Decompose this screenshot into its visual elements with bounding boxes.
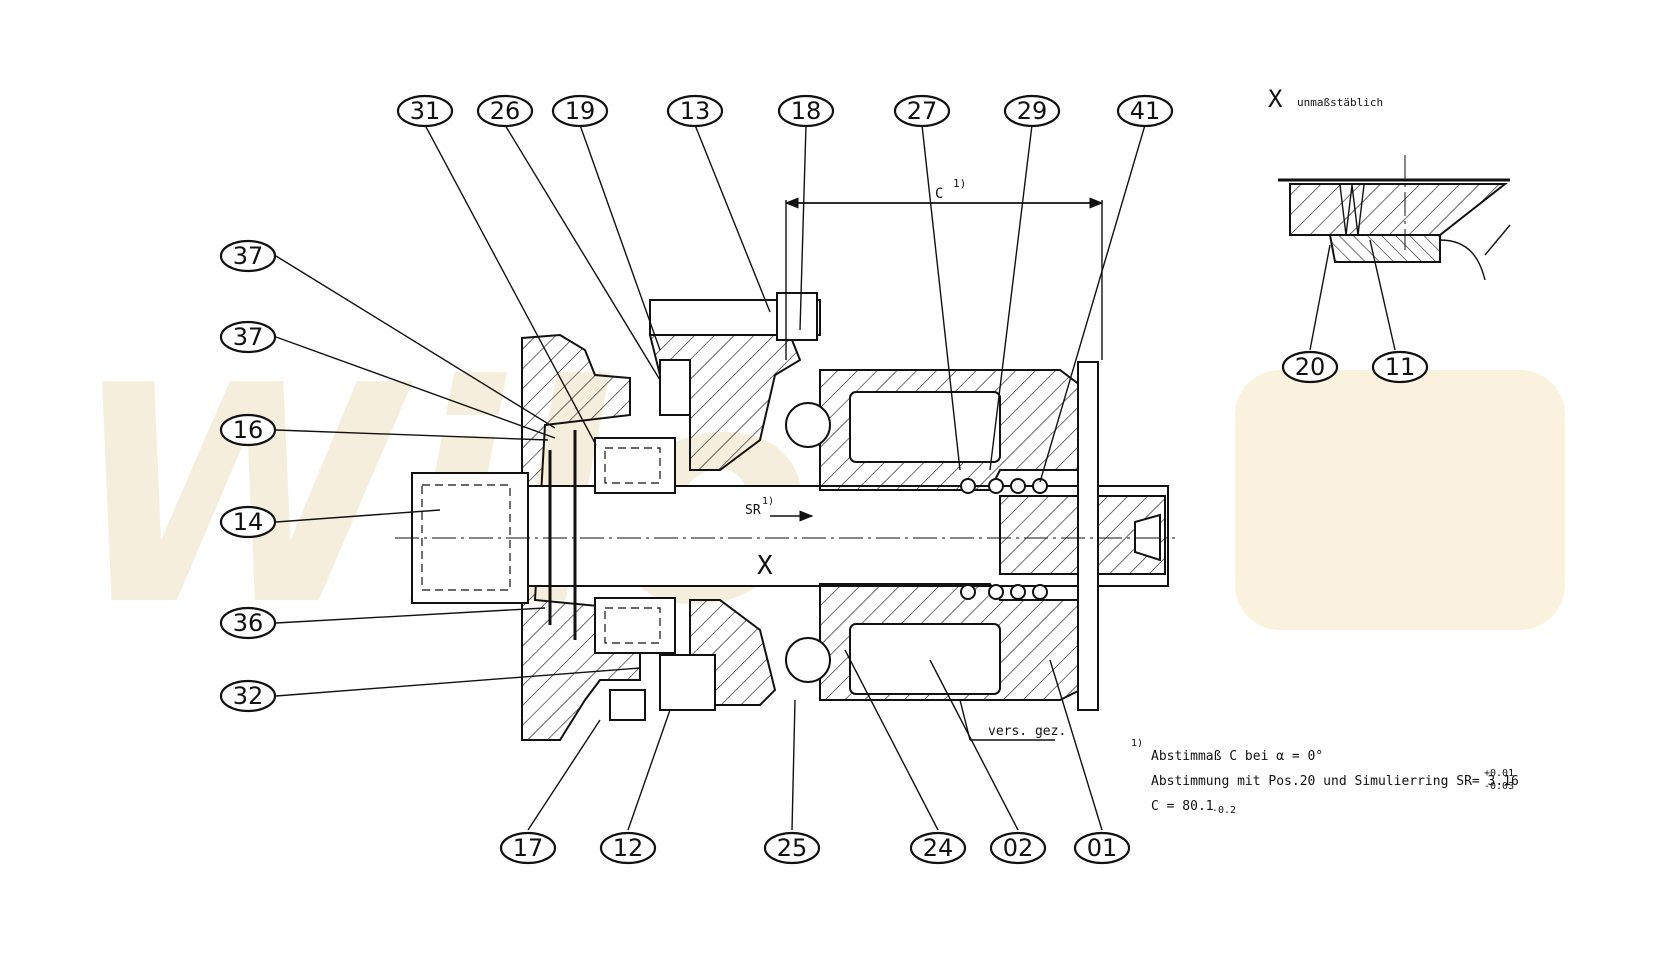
piston-upper bbox=[849, 391, 1001, 463]
rear-plate bbox=[1077, 361, 1099, 711]
balloon-31: 31 bbox=[396, 94, 454, 128]
balloon-13: 13 bbox=[666, 94, 724, 128]
svg-text:36: 36 bbox=[233, 609, 264, 637]
svg-text:13: 13 bbox=[680, 97, 711, 125]
section-mark-x: X bbox=[757, 551, 773, 581]
dimension-c-label: C bbox=[935, 186, 943, 202]
detail-x: X unmaßstäblich bbox=[1268, 85, 1511, 351]
svg-text:25: 25 bbox=[777, 834, 808, 862]
dimension-c: C 1) bbox=[784, 177, 1104, 360]
svg-text:14: 14 bbox=[233, 508, 264, 536]
balloon-11: 11 bbox=[1371, 350, 1429, 384]
balloon-16: 16 bbox=[219, 413, 277, 447]
piston-ball-lower bbox=[785, 637, 831, 683]
watermark-badge bbox=[1235, 370, 1565, 630]
pos-note: vers. gez. bbox=[988, 724, 1066, 739]
balloon-18: 18 bbox=[777, 94, 835, 128]
notes-footnote-mark: 1) bbox=[1131, 738, 1143, 749]
bearing-upper bbox=[594, 437, 676, 494]
svg-text:41: 41 bbox=[1130, 97, 1161, 125]
balloons: 31 26 19 13 18 27 29 41 37 37 16 14 36 3… bbox=[219, 94, 1429, 865]
spring-pack-lower bbox=[659, 654, 716, 711]
coupling-bore bbox=[421, 484, 511, 591]
detail-housing bbox=[1289, 183, 1508, 236]
svg-text:02: 02 bbox=[1003, 834, 1034, 862]
piston-ball-upper bbox=[785, 402, 831, 448]
balloon-32: 32 bbox=[219, 679, 277, 713]
balloon-37-upper: 37 bbox=[219, 239, 277, 273]
detail-x-label: X bbox=[1268, 85, 1283, 113]
svg-text:37: 37 bbox=[233, 242, 264, 270]
balloon-01: 01 bbox=[1073, 831, 1131, 865]
svg-text:20: 20 bbox=[1295, 353, 1326, 381]
sr-footnote: 1) bbox=[762, 496, 774, 507]
svg-text:27: 27 bbox=[907, 97, 938, 125]
notes-line-3-tol: -0.2 bbox=[1212, 805, 1236, 816]
balloon-19: 19 bbox=[551, 94, 609, 128]
balloon-17: 17 bbox=[499, 831, 557, 865]
svg-text:32: 32 bbox=[233, 682, 264, 710]
svg-text:16: 16 bbox=[233, 416, 264, 444]
notes-line-2-tol-lower: -0.03 bbox=[1484, 781, 1514, 792]
detail-ring bbox=[1328, 234, 1441, 263]
svg-text:24: 24 bbox=[923, 834, 954, 862]
svg-text:11: 11 bbox=[1385, 353, 1416, 381]
sr-dimension: SR 1) bbox=[745, 496, 814, 522]
svg-text:37: 37 bbox=[233, 323, 264, 351]
sr-label: SR bbox=[745, 503, 761, 518]
balloon-12: 12 bbox=[599, 831, 657, 865]
detail-scale-note: unmaßstäblich bbox=[1297, 96, 1383, 109]
leader-lines bbox=[275, 124, 1146, 831]
balloon-14: 14 bbox=[219, 505, 277, 539]
svg-text:19: 19 bbox=[565, 97, 596, 125]
svg-text:18: 18 bbox=[791, 97, 822, 125]
notes-line-1: Abstimmaß C bei α = 0° bbox=[1151, 749, 1323, 764]
balloon-27: 27 bbox=[893, 94, 951, 128]
svg-text:12: 12 bbox=[613, 834, 644, 862]
balloon-20: 20 bbox=[1281, 350, 1339, 384]
balloon-41: 41 bbox=[1116, 94, 1174, 128]
main-assembly bbox=[395, 292, 1175, 741]
notes-line-2-tol-upper: +0.01 bbox=[1484, 768, 1514, 779]
balloon-36: 36 bbox=[219, 606, 277, 640]
svg-text:29: 29 bbox=[1017, 97, 1048, 125]
balloon-25: 25 bbox=[763, 831, 821, 865]
balloon-29: 29 bbox=[1003, 94, 1061, 128]
piston-lower bbox=[849, 623, 1001, 695]
fitting bbox=[609, 689, 646, 721]
notes-block: 1) Abstimmaß C bei α = 0° Abstimmung mit… bbox=[1131, 738, 1519, 816]
balloon-26: 26 bbox=[476, 94, 534, 128]
svg-text:26: 26 bbox=[490, 97, 521, 125]
balloon-37-lower: 37 bbox=[219, 320, 277, 354]
svg-text:31: 31 bbox=[410, 97, 441, 125]
detail-spring bbox=[1339, 184, 1365, 236]
dimension-c-footnote: 1) bbox=[953, 177, 966, 190]
spring-pack-upper bbox=[659, 359, 691, 416]
bearing-lower bbox=[594, 597, 676, 654]
notes-line-3: C = 80.1 bbox=[1151, 799, 1214, 814]
svg-text:17: 17 bbox=[513, 834, 544, 862]
notes-line-2: Abstimmung mit Pos.20 und Simulierring S… bbox=[1151, 774, 1519, 789]
seal-rings bbox=[960, 478, 1048, 600]
top-bolt bbox=[776, 292, 818, 341]
svg-text:01: 01 bbox=[1087, 834, 1118, 862]
balloon-24: 24 bbox=[909, 831, 967, 865]
balloon-02: 02 bbox=[989, 831, 1047, 865]
